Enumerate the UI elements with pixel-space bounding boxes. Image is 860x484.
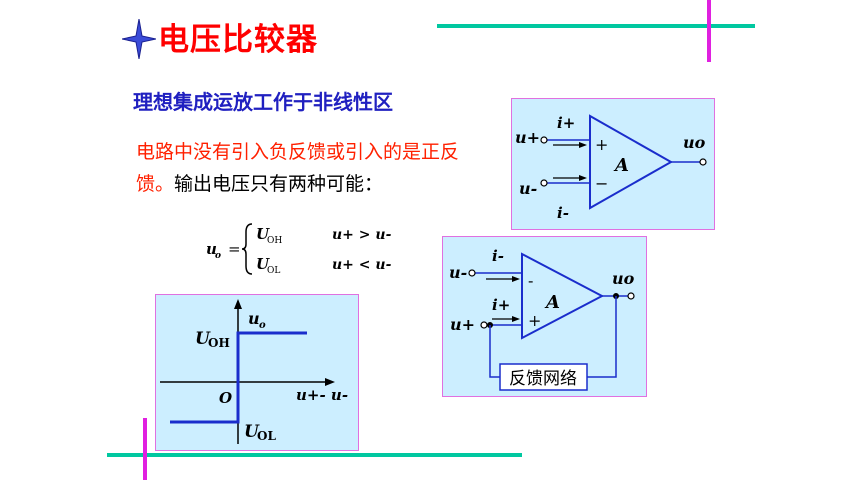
origin-label: O [219,389,232,407]
opamp-open-panel [511,98,715,230]
formula-equals: = [228,240,241,258]
formula-case1-sub: OH [267,236,282,246]
opamp-triangle [589,114,674,210]
u-plus-label: u+ [450,315,475,334]
formula-case2-value: U [256,255,270,273]
formula-case1-value: U [256,225,270,243]
low-level-label: U [244,422,260,442]
gain-label: A [613,155,629,176]
feedback-network-label: 反馈网络 [509,369,577,389]
i-minus-arrow-head-icon [579,175,587,181]
i-plus-arrow-head-icon [512,316,520,322]
minus-input-terminal [468,269,476,277]
i-plus-label: i+ [492,296,510,314]
page-subtitle: 理想集成运放工作于非线性区 [133,90,393,114]
y-axis-arrow-icon [234,299,242,309]
x-axis-label: u+- u- [296,386,348,404]
formula-case2-sub: OL [267,266,280,276]
feedback-wire-right [587,296,617,378]
i-plus-label: i+ [557,114,575,132]
transfer-plot-panel [155,294,359,451]
output-terminal [627,292,635,300]
u-minus-label: u- [519,179,537,198]
description-text: 电路中没有引入负反馈或引入的是正反馈。输出电压只有两种可能： [136,136,486,200]
bottom-accent-vertical [143,418,147,480]
top-accent-line [437,24,755,28]
plus-input-terminal [540,136,548,144]
feedback-wire-left [489,325,500,378]
output-label: uo [683,133,706,152]
minus-sign: - [528,271,533,290]
minus-sign: − [595,174,608,193]
u-minus-label: u- [449,263,467,282]
formula-lhs-sub: o [215,251,221,261]
opamp-triangle [521,252,605,340]
plus-sign: + [528,311,541,330]
u-plus-label: u+ [515,128,540,147]
minus-input-terminal [540,179,548,187]
gain-label: A [544,292,560,313]
formula-brace [241,223,253,275]
plus-input-terminal [480,321,488,329]
plus-sign: + [595,135,608,154]
output-label: uo [612,269,635,288]
feedback-network-box [499,363,588,391]
top-accent-vertical [707,0,711,62]
formula-lhs: u [206,240,217,258]
x-axis-arrow-icon [325,378,335,386]
i-minus-arrow-head-icon [512,276,520,282]
description-red: 电路中没有引入负反馈或引入的是正反馈。 [136,141,460,195]
low-level-sub: OL [257,429,276,443]
output-formula: u o = U OH u+ > u- U OL u+ < u- [206,223,392,276]
formula-case2-condition: u+ < u- [332,257,392,273]
high-level-label: U [195,329,211,349]
page-title: 电压比较器 [158,22,318,58]
high-level-sub: OH [208,336,230,350]
bottom-accent-line [107,453,522,457]
description-black: 输出电压只有两种可能： [174,173,384,195]
i-minus-label: i- [492,247,504,265]
opamp-open-diagram: i+ i- u+ u- + − A uo [515,114,707,222]
i-plus-arrow-head-icon [579,142,587,148]
opamp-feedback-diagram: 反馈网络 i- i+ u- u+ - + A uo [449,247,635,391]
i-minus-label: i- [557,204,569,222]
transfer-plot: u o U OH O u+- u- U OL [160,299,348,444]
star-bullet-icon [122,19,156,59]
y-axis-label: u [248,309,260,328]
transfer-curve [170,331,307,424]
formula-case1-condition: u+ > u- [332,227,392,243]
y-axis-sub: o [259,320,266,331]
output-terminal [699,158,707,166]
